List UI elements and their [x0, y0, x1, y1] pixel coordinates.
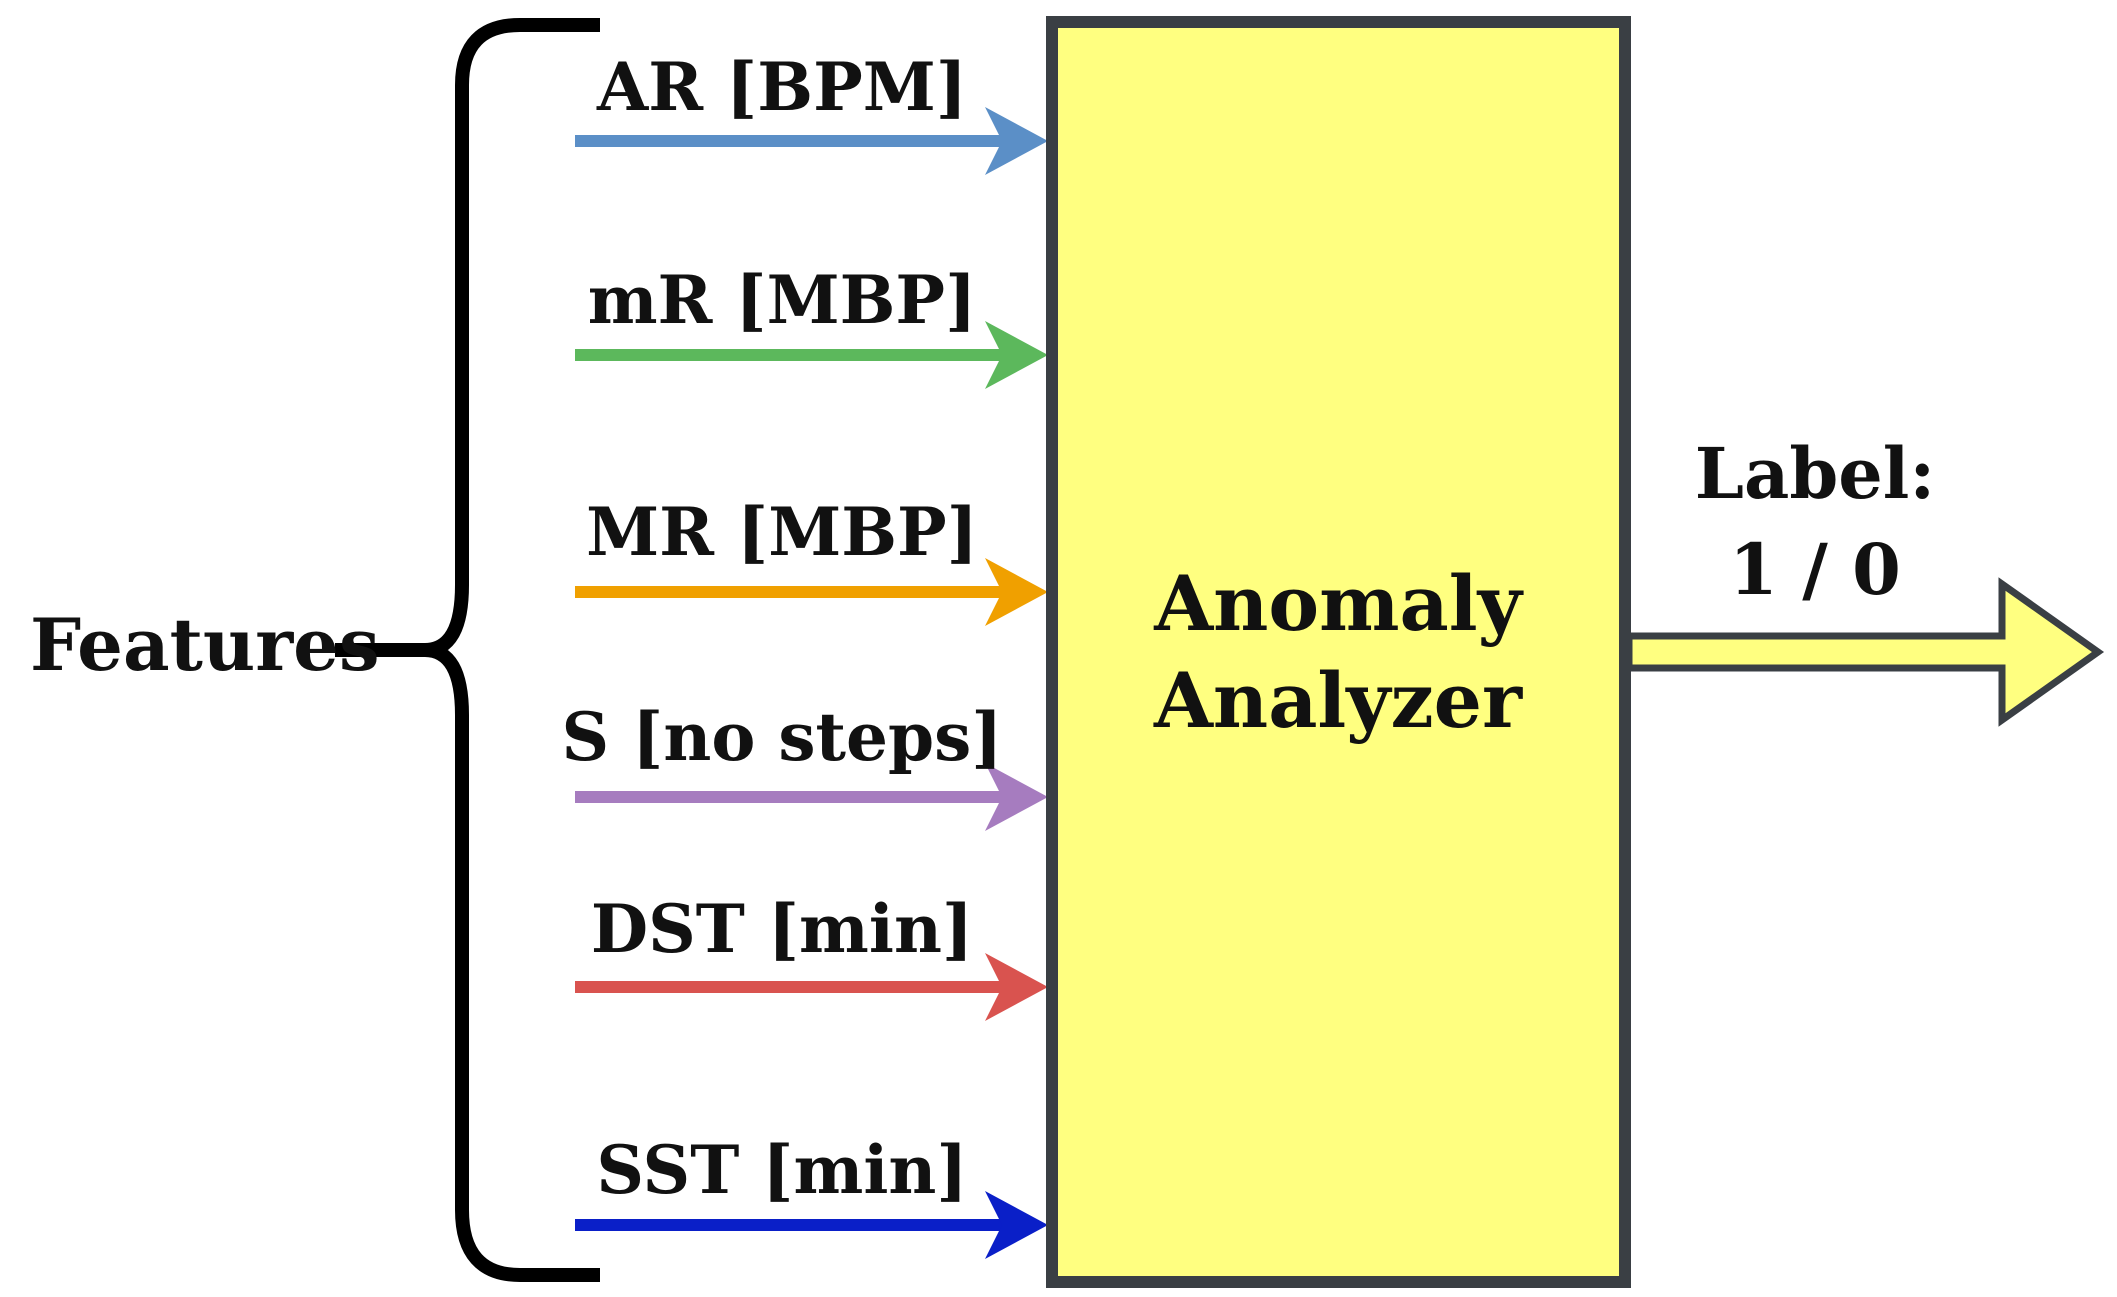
input-arrow-mr-max: MR [MBP]	[575, 493, 1048, 626]
output-arrow	[1625, 577, 2105, 727]
input-arrow-ar: AR [BPM]	[575, 48, 1048, 175]
arrow-head	[985, 763, 1048, 831]
arrow-head	[985, 321, 1048, 389]
block-title-line1: Anomaly	[1153, 559, 1523, 648]
input-label-sst: SST [min]	[596, 1131, 967, 1209]
input-label-s: S [no steps]	[561, 698, 1002, 776]
output-label-line2: 1 / 0	[1729, 528, 1901, 611]
input-label-ar: AR [BPM]	[596, 48, 967, 126]
input-arrow-s: S [no steps]	[561, 698, 1048, 831]
block-title-line2: Analyzer	[1153, 656, 1523, 745]
input-arrow-mr-min: mR [MBP]	[575, 261, 1048, 389]
input-arrow-sst: SST [min]	[575, 1131, 1048, 1259]
input-label-mr-min: mR [MBP]	[588, 261, 977, 339]
input-label-dst: DST [min]	[591, 890, 973, 968]
output-label-line1: Label:	[1695, 432, 1936, 515]
input-label-mr-max: MR [MBP]	[586, 493, 978, 571]
anomaly-analyzer-block	[1046, 16, 1631, 1288]
arrow-head	[985, 953, 1048, 1021]
features-label: Features	[30, 602, 380, 687]
input-arrow-dst: DST [min]	[575, 890, 1048, 1021]
arrow-head	[985, 1191, 1048, 1259]
arrow-head	[985, 107, 1048, 175]
features-brace	[335, 18, 600, 1282]
arrow-head	[985, 558, 1048, 626]
